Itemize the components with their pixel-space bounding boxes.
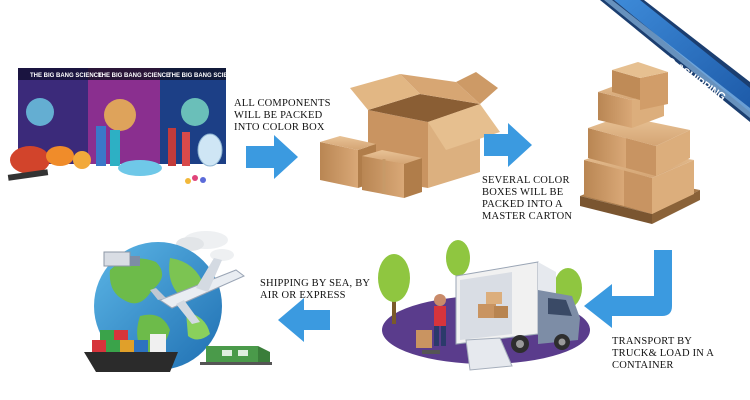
product-kits-image: THE BIG BANG SCIENCE THE BIG BANG SCIENC… bbox=[7, 68, 240, 184]
product-box-label: THE BIG BANG SCIENCE bbox=[168, 73, 240, 79]
right-arrow-icon bbox=[246, 135, 298, 179]
packing-shipping-banner bbox=[600, 0, 750, 122]
color-box-cartons-image bbox=[320, 72, 500, 198]
product-box-label: THE BIG BANG SCIENCE bbox=[30, 73, 102, 79]
palletized-cartons-image bbox=[580, 62, 700, 224]
right-arrow-icon bbox=[484, 123, 532, 167]
step-caption-shipping: SHIPPING BY SEA, BY AIR OR EXPRESS bbox=[260, 278, 371, 301]
left-arrow-icon bbox=[278, 298, 330, 342]
step-caption-transport: TRANSPORT BY TRUCK& LOAD IN A CONTAINER bbox=[612, 336, 715, 371]
step-caption-master-carton: SEVERAL COLOR BOXES WILL BE PACKED INTO … bbox=[482, 175, 573, 222]
elbow-arrow-icon bbox=[584, 250, 672, 328]
product-box-label: THE BIG BANG SCIENCE bbox=[98, 73, 170, 79]
global-shipping-image bbox=[84, 231, 272, 372]
step-caption-color-box: ALL COMPONENTS WILL BE PACKED INTO COLOR… bbox=[234, 98, 331, 133]
truck-loading-image bbox=[378, 240, 590, 371]
